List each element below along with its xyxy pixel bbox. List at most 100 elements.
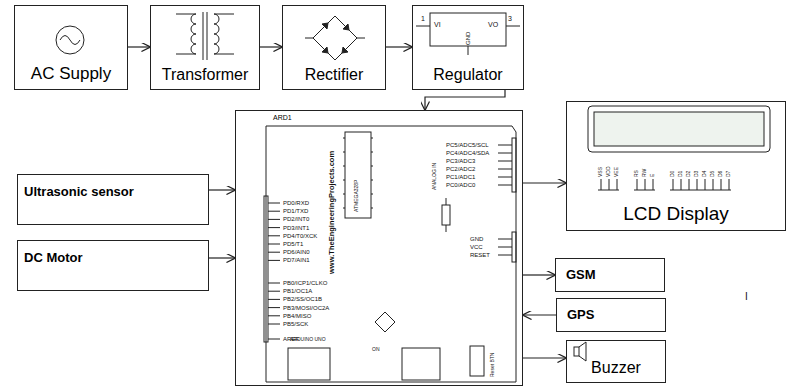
pin-stub bbox=[268, 339, 280, 340]
lcd-pin-label: D2 bbox=[686, 171, 691, 177]
pin-stub bbox=[268, 291, 280, 292]
pin-label: RESET bbox=[470, 252, 490, 258]
lcd-pin-label: D3 bbox=[694, 171, 699, 177]
pin-stub bbox=[268, 260, 280, 261]
pin-label: PB3/MOSI/OC2A bbox=[283, 305, 329, 311]
node-label: DC Motor bbox=[24, 251, 83, 266]
pin-stub bbox=[343, 180, 345, 181]
node-label: Buzzer bbox=[591, 359, 641, 377]
node-label: Rectifier bbox=[305, 66, 364, 84]
lcd-pin-label: E bbox=[650, 174, 655, 177]
pin-stub bbox=[268, 244, 280, 245]
pin-stub bbox=[721, 179, 722, 190]
regulator-box: Regulator bbox=[412, 5, 524, 90]
pin-stub bbox=[343, 138, 345, 139]
pin-stub bbox=[637, 179, 638, 190]
pin-label: PD4/T0/XCK bbox=[283, 233, 317, 239]
lcd-pin-label: D0 bbox=[670, 171, 675, 177]
pin-label: PD3/INT1 bbox=[283, 225, 309, 231]
signal-arrow bbox=[523, 182, 566, 183]
gps-box: GPS bbox=[556, 298, 666, 332]
pin-stub bbox=[713, 179, 714, 190]
pin-stub bbox=[268, 219, 280, 220]
pin-stub bbox=[371, 152, 373, 153]
pin-label: VCC bbox=[470, 244, 483, 250]
pin-stub bbox=[268, 252, 280, 253]
pin-stub bbox=[371, 194, 373, 195]
pin-stub bbox=[268, 283, 280, 284]
pin-label: PC4/ADC4/SDA bbox=[446, 150, 489, 156]
pin-stub bbox=[498, 255, 512, 256]
arduino-board bbox=[264, 126, 516, 382]
transformer-symbol bbox=[176, 12, 234, 60]
chip-label: ATMEGA328P bbox=[354, 180, 359, 212]
pin-label: PB1/OC1A bbox=[283, 288, 312, 294]
gsm-box: GSM bbox=[555, 258, 665, 292]
buzzer-box: Buzzer bbox=[566, 340, 666, 383]
pin-label: PB0/ICP1/CLKO bbox=[283, 280, 327, 286]
pin-name: GND bbox=[465, 32, 471, 45]
lcd-pin-label: VEE bbox=[614, 167, 619, 177]
pin-label: PD0/RXD bbox=[283, 200, 309, 206]
lcd-symbol bbox=[588, 106, 770, 190]
pin-stub bbox=[498, 247, 512, 248]
pin-number: 3 bbox=[508, 15, 512, 22]
pin-stub bbox=[498, 185, 512, 186]
pin-label: PD7/AIN1 bbox=[283, 257, 310, 263]
pin-label: PB2/SS/OC1B bbox=[283, 296, 322, 302]
rectifier-box: Rectifier bbox=[282, 5, 386, 90]
lcd-pin-label: D6 bbox=[718, 171, 723, 177]
node-label: GSM bbox=[566, 268, 596, 283]
pin-stub bbox=[371, 138, 373, 139]
pin-stubs bbox=[268, 138, 729, 339]
pin-stub bbox=[498, 239, 512, 240]
pin-stub bbox=[268, 211, 280, 212]
lcd-pin-label: D7 bbox=[726, 171, 731, 177]
button-label: Reset BTN bbox=[490, 353, 495, 377]
pin-stub bbox=[617, 179, 618, 190]
icsp-mark bbox=[375, 312, 395, 332]
reset-button bbox=[470, 346, 484, 376]
pin-label: GND bbox=[470, 236, 483, 242]
motor-box: DC Motor bbox=[17, 240, 209, 291]
pin-stub bbox=[371, 166, 373, 167]
signal-arrow bbox=[128, 46, 150, 47]
pin-stub bbox=[498, 145, 512, 146]
pin-stub bbox=[268, 315, 280, 316]
pin-name: VI bbox=[434, 21, 441, 28]
display-box: LCD Display bbox=[566, 101, 786, 231]
pin-stub bbox=[705, 179, 706, 190]
pin-stub bbox=[681, 179, 682, 190]
sensor-box: Ultrasonic sensor bbox=[17, 174, 209, 225]
pin-stub bbox=[268, 235, 280, 236]
pin-stub bbox=[268, 324, 280, 325]
pin-stub bbox=[343, 194, 345, 195]
signal-arrow bbox=[425, 90, 505, 110]
pin-stub bbox=[653, 179, 654, 190]
node-label: AC Supply bbox=[31, 64, 111, 84]
signal-arrow bbox=[260, 46, 282, 47]
pin-label: PD1/TXD bbox=[283, 208, 308, 214]
pin-stub bbox=[498, 169, 512, 170]
pin-label: PC1/ADC1 bbox=[446, 174, 475, 180]
microcontroller-chip bbox=[345, 132, 371, 218]
pin-stub bbox=[689, 179, 690, 190]
pin-stub bbox=[697, 179, 698, 190]
source-box: AC Supply bbox=[14, 5, 128, 90]
signal-arrow bbox=[523, 357, 566, 358]
pin-label: PB5/SCK bbox=[283, 321, 308, 327]
buzzer-icon bbox=[574, 342, 586, 361]
node-label: GPS bbox=[567, 308, 594, 323]
lcd-pin-label: VSS bbox=[598, 167, 603, 177]
pin-stub bbox=[498, 153, 512, 154]
pin-stub bbox=[673, 179, 674, 190]
pin-stub bbox=[609, 179, 610, 190]
pin-stub bbox=[498, 177, 512, 178]
pin-label: PC0/ADC0 bbox=[446, 182, 475, 188]
pin-stub bbox=[268, 299, 280, 300]
signal-arrow bbox=[523, 274, 555, 275]
pin-stub bbox=[268, 227, 280, 228]
node-label: ARD1 bbox=[273, 114, 292, 122]
power-jack bbox=[402, 348, 440, 380]
